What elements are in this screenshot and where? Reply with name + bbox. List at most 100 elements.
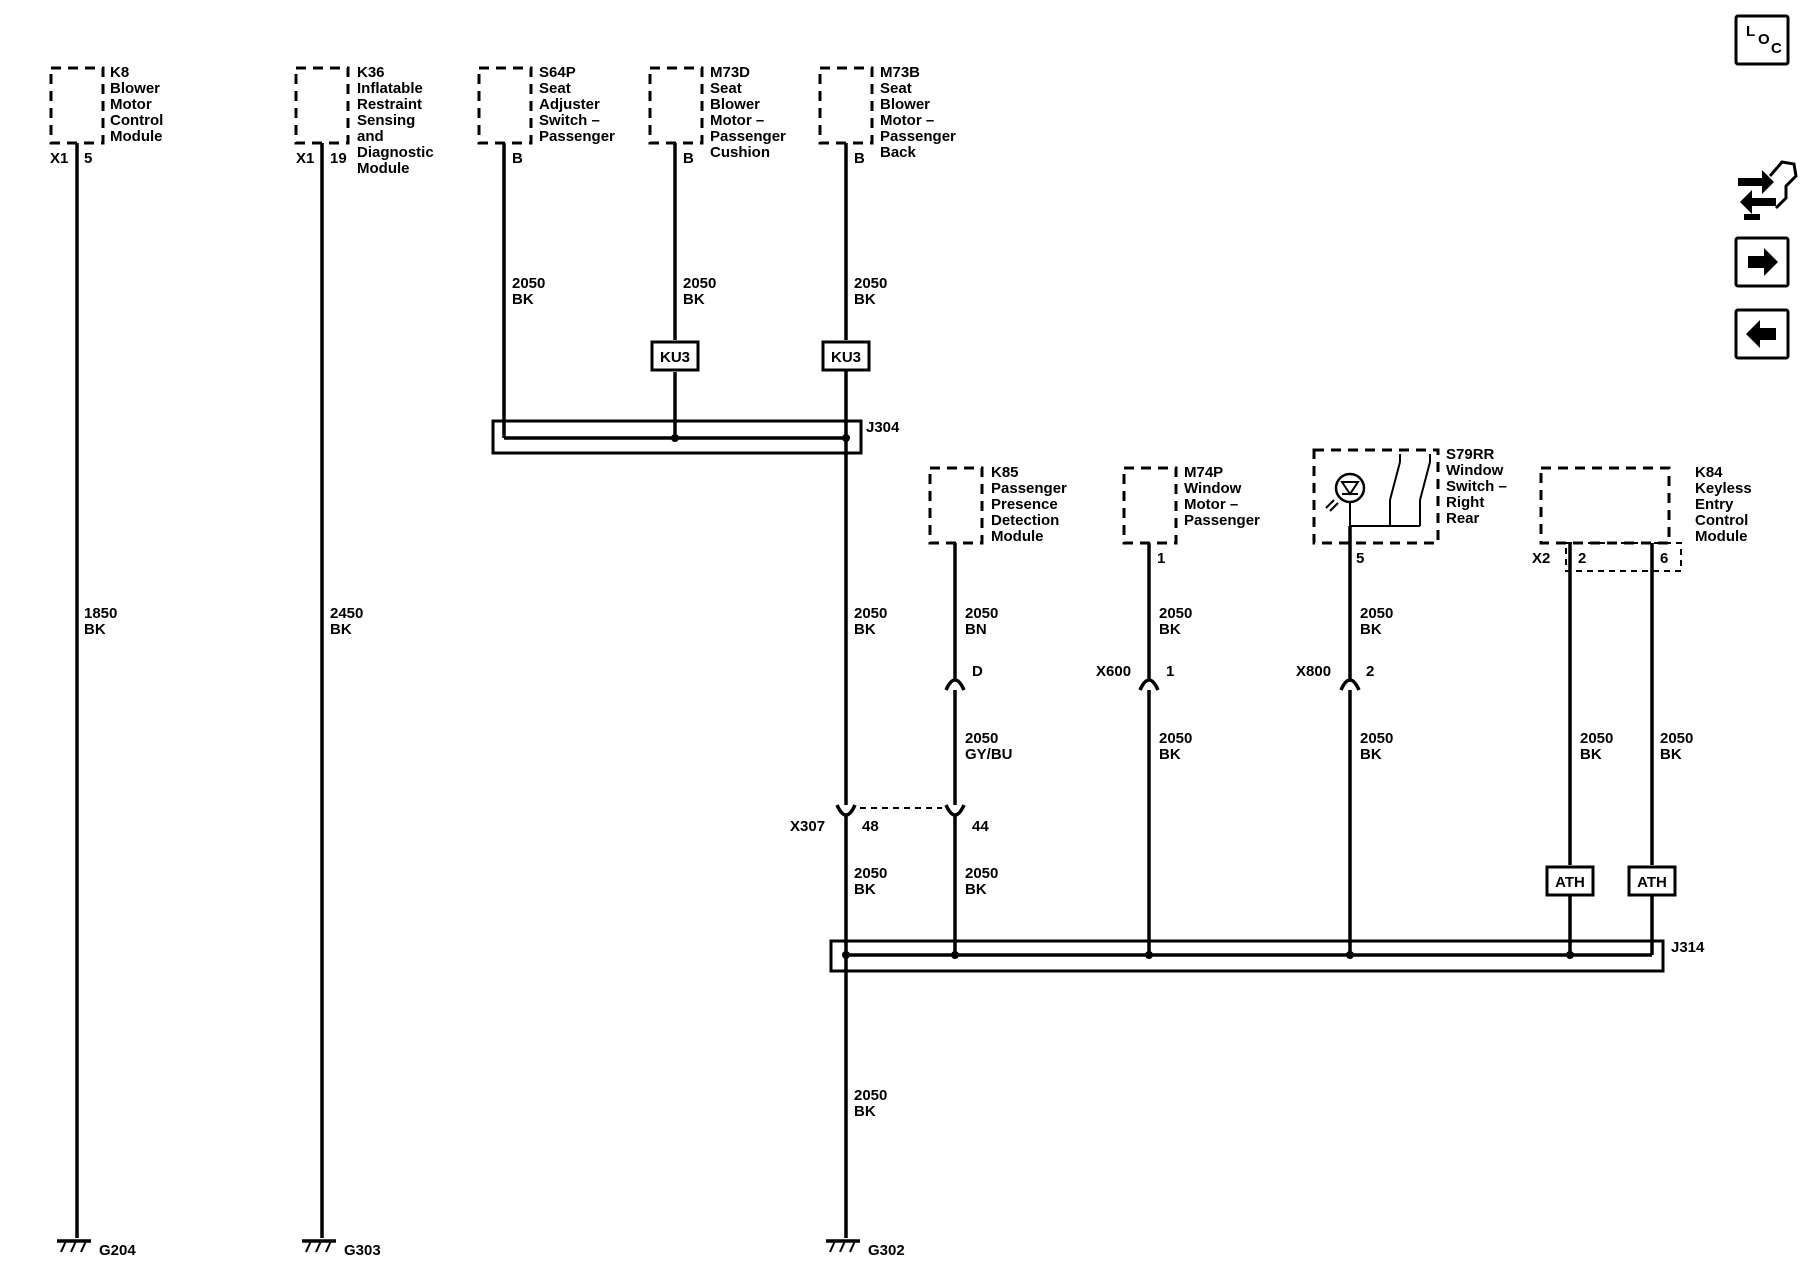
wire-s64p-color: BK	[512, 291, 534, 308]
module-k36[interactable]: K36 Inflatable Restraint Sensing and Dia…	[294, 64, 434, 177]
connector-x307-label: X307	[790, 818, 825, 835]
connector-x800-pin: 2	[1366, 663, 1374, 680]
splice-j314[interactable]: J314	[829, 939, 1705, 973]
module-k8-pin: 5	[84, 150, 92, 167]
module-k84-name-2: Entry	[1695, 496, 1734, 513]
module-k84-id: K84	[1695, 464, 1723, 481]
wire-k84-a-color: BK	[1580, 746, 1602, 763]
splice-j314-label: J314	[1671, 939, 1705, 956]
module-k84-pin-6: 6	[1660, 550, 1668, 567]
wire-m73d-color: BK	[683, 291, 705, 308]
module-m73b-name-3: Motor –	[880, 112, 934, 129]
connector-x307-pin-44: 44	[972, 818, 989, 835]
ground-g204-label: G204	[99, 1242, 136, 1259]
previous-arrow-icon[interactable]	[1734, 308, 1790, 360]
wire-m73b-gauge: 2050	[854, 275, 887, 292]
option-ath-b[interactable]: ATH	[1627, 865, 1677, 897]
option-ath-b-label: ATH	[1637, 874, 1667, 891]
module-s64p-name-3: Switch –	[539, 112, 600, 129]
module-m73b[interactable]: M73B Seat Blower Motor – Passenger Back …	[818, 64, 956, 167]
module-k84-name-3: Control	[1695, 512, 1748, 529]
module-s64p[interactable]: S64P Seat Adjuster Switch – Passenger B	[477, 64, 615, 167]
module-k85-name-2: Presence	[991, 496, 1058, 513]
module-k36-connector: X1	[296, 150, 314, 167]
splice-j304-label: J304	[866, 419, 900, 436]
module-s79rr-pin: 5	[1356, 550, 1364, 567]
splice-j304[interactable]: J304	[491, 419, 900, 455]
location-icon-l: L	[1746, 23, 1755, 40]
connector-x307[interactable]: X307 48 44	[790, 804, 989, 955]
module-s64p-name-1: Seat	[539, 80, 571, 97]
option-ku3-a[interactable]: KU3	[650, 340, 700, 372]
ground-g303[interactable]: G303	[302, 1239, 381, 1259]
module-m74p[interactable]: M74P Window Motor – Passenger 1	[1122, 464, 1260, 567]
wire-k85-upper-color: BN	[965, 621, 987, 638]
module-m73d-pin: B	[683, 150, 694, 167]
wire-m74p-lower-color: BK	[1159, 746, 1181, 763]
module-s79rr-name-4: Rear	[1446, 510, 1480, 527]
module-s79rr-id: S79RR	[1446, 446, 1495, 463]
connector-k85-d[interactable]: D	[944, 663, 983, 691]
module-k8-id: K8	[110, 64, 129, 81]
wire-m73b-color: BK	[854, 291, 876, 308]
module-k8-name-3: Control	[110, 112, 163, 129]
option-ku3-b[interactable]: KU3	[821, 340, 871, 372]
ground-g302[interactable]: G302	[826, 1239, 905, 1259]
module-k84-pin-2: 2	[1578, 550, 1586, 567]
module-k36-name-6: Module	[357, 160, 410, 177]
wire-s79rr-upper-gauge: 2050	[1360, 605, 1393, 622]
next-arrow-icon[interactable]	[1734, 236, 1790, 288]
module-k84[interactable]: K84 Keyless Entry Control Module X2 2 6	[1532, 464, 1752, 572]
module-m73b-name-4: Passenger	[880, 128, 956, 145]
location-icon[interactable]: L O C	[1734, 14, 1790, 66]
module-k8-connector: X1	[50, 150, 68, 167]
module-s64p-name-2: Adjuster	[539, 96, 600, 113]
module-s79rr[interactable]: S79RR Window Switch – Right Rear 5	[1312, 446, 1507, 567]
wire-k84-b-gauge: 2050	[1660, 730, 1693, 747]
wire-m73d-gauge: 2050	[683, 275, 716, 292]
module-m73b-name-1: Seat	[880, 80, 912, 97]
module-s79rr-name-2: Switch –	[1446, 478, 1507, 495]
wire-s79rr-upper-color: BK	[1360, 621, 1382, 638]
location-icon-c: C	[1771, 40, 1782, 57]
wire-g302-color: BK	[854, 1103, 876, 1120]
connector-x600-label: X600	[1096, 663, 1131, 680]
module-m73d[interactable]: M73D Seat Blower Motor – Passenger Cushi…	[648, 64, 786, 167]
module-k84-connector: X2	[1532, 550, 1550, 567]
module-k85[interactable]: K85 Passenger Presence Detection Module	[928, 464, 1067, 545]
location-icon-o: O	[1758, 31, 1770, 48]
wire-j304-out-color: BK	[854, 621, 876, 638]
module-k36-name-1: Inflatable	[357, 80, 423, 97]
module-k8-name-2: Motor	[110, 96, 152, 113]
ground-g303-label: G303	[344, 1242, 381, 1259]
module-k85-name-4: Module	[991, 528, 1044, 545]
module-s79rr-name-1: Window	[1446, 462, 1504, 479]
connector-x307-pin-48: 48	[862, 818, 879, 835]
module-k8[interactable]: K8 Blower Motor Control Module X1 5	[49, 64, 163, 167]
wire-s79rr-lower-gauge: 2050	[1360, 730, 1393, 747]
ground-g302-label: G302	[868, 1242, 905, 1259]
connector-x800[interactable]: X800 2	[1296, 663, 1374, 691]
wire-k85-mid-color: GY/BU	[965, 746, 1013, 763]
option-ku3-b-label: KU3	[831, 349, 861, 366]
module-s64p-name-4: Passenger	[539, 128, 615, 145]
indicator-lamp-icon	[1334, 472, 1366, 504]
connector-k85-d-pin: D	[972, 663, 983, 680]
wire-k36-gauge: 2450	[330, 605, 363, 622]
module-k8-name-1: Blower	[110, 80, 160, 97]
module-m73d-name-5: Cushion	[710, 144, 770, 161]
module-s64p-id: S64P	[539, 64, 576, 81]
connector-tool-icon[interactable]	[1738, 160, 1798, 220]
module-k85-name-1: Passenger	[991, 480, 1067, 497]
ground-g204[interactable]: G204	[57, 1239, 136, 1259]
module-m74p-pin: 1	[1157, 550, 1165, 567]
module-m73b-id: M73B	[880, 64, 920, 81]
module-m74p-id: M74P	[1184, 464, 1223, 481]
connector-x600[interactable]: X600 1	[1096, 663, 1174, 691]
wire-k36-color: BK	[330, 621, 352, 638]
wire-x307-44-color: BK	[965, 881, 987, 898]
wire-j304-out-gauge: 2050	[854, 605, 887, 622]
option-ath-a[interactable]: ATH	[1545, 865, 1595, 897]
module-m73b-pin: B	[854, 150, 865, 167]
module-k36-id: K36	[357, 64, 385, 81]
